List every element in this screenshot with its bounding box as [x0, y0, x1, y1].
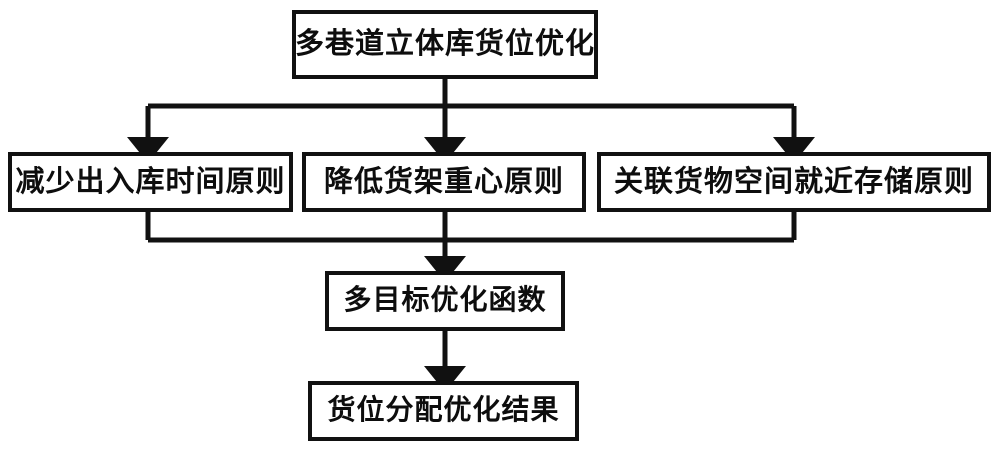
node-objective-label: 多目标优化函数	[343, 285, 547, 316]
node-multi-objective-function: 多目标优化函数	[325, 271, 565, 331]
node-principle-3-label: 关联货物空间就近存储原则	[613, 165, 974, 198]
node-root-label: 多巷道立体库货位优化	[295, 28, 596, 60]
node-principle-1-label: 减少出入库时间原则	[15, 165, 286, 198]
node-result-label: 货位分配优化结果	[327, 395, 560, 426]
node-allocation-result: 货位分配优化结果	[308, 381, 579, 441]
node-principle-related-goods-proximity: 关联货物空间就近存储原则	[597, 152, 991, 212]
node-principle-reduce-io-time: 减少出入库时间原则	[8, 152, 293, 212]
node-principle-2-label: 降低货架重心原则	[323, 165, 564, 198]
node-root: 多巷道立体库货位优化	[292, 10, 598, 79]
node-principle-lower-center-of-gravity: 降低货架重心原则	[302, 152, 586, 212]
